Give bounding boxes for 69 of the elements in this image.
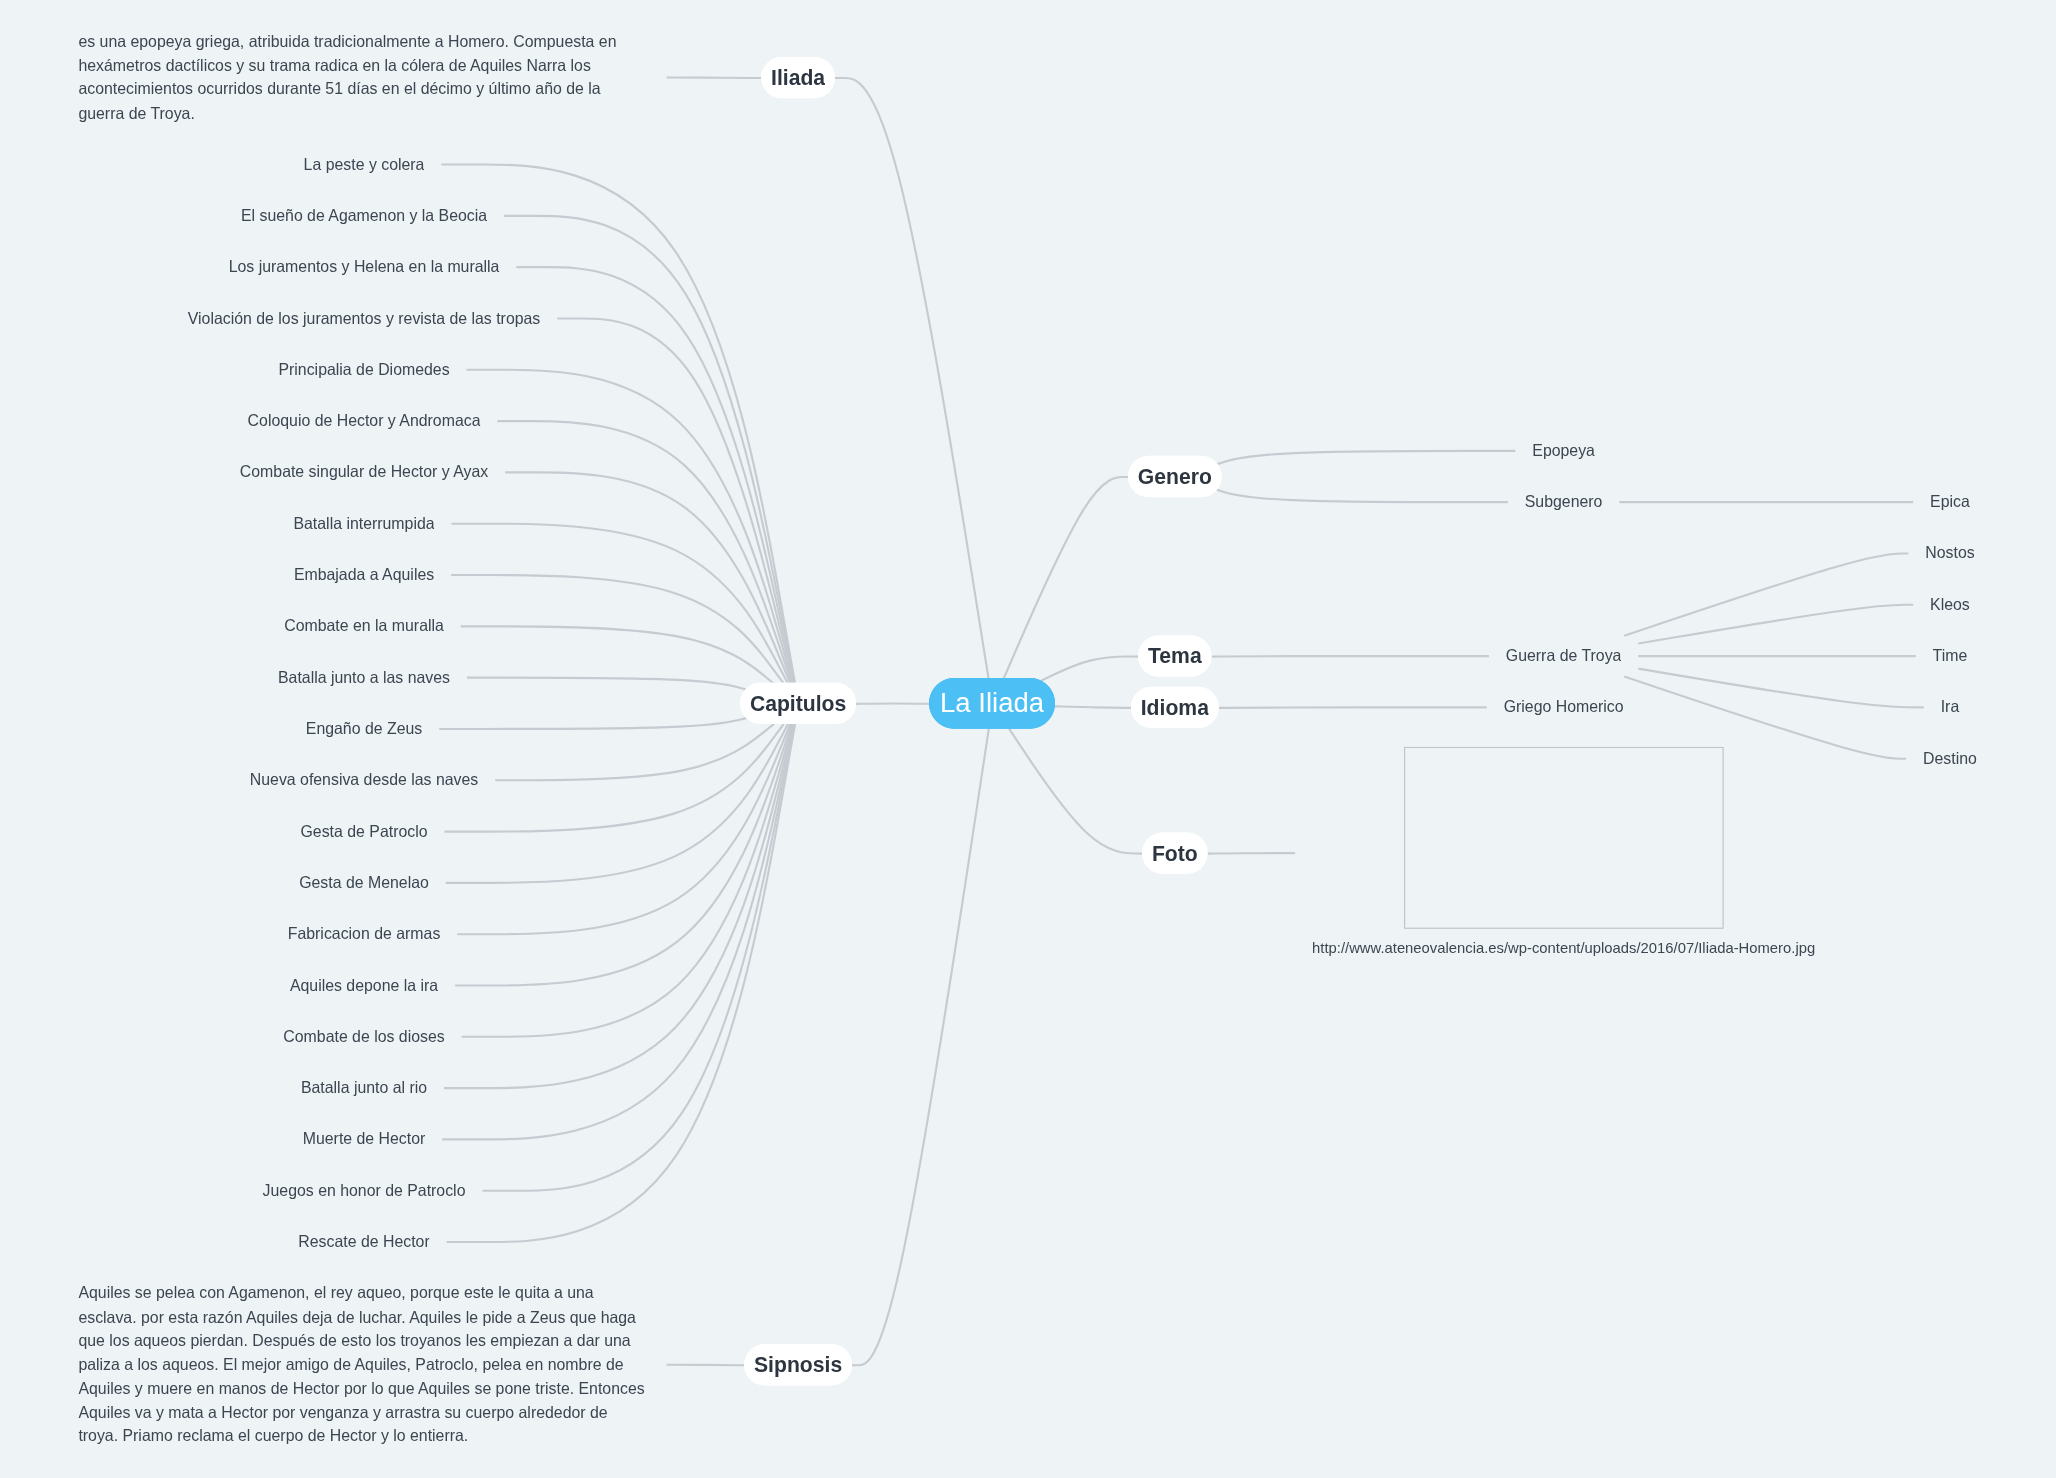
connector	[1638, 603, 1914, 645]
node-text: Batalla junto a las naves	[278, 667, 451, 686]
connector	[1219, 706, 1488, 709]
connector	[444, 723, 786, 833]
connector	[1638, 655, 1917, 658]
connector	[1211, 655, 1490, 658]
connector	[1217, 488, 1509, 504]
node-text: Los juramentos y Helena en la muralla	[229, 257, 500, 276]
connector	[451, 522, 790, 685]
connector	[441, 163, 797, 684]
connector	[1624, 552, 1909, 637]
connector	[457, 723, 792, 936]
connector	[1624, 675, 1907, 760]
node-text: Nueva ofensiva desde las naves	[250, 770, 479, 789]
connector	[1008, 728, 1144, 855]
connector	[835, 76, 991, 680]
node-text: Ira	[1941, 697, 1960, 716]
connector	[1217, 449, 1516, 466]
node-text: Violación de los juramentos y revista de las tropas	[188, 308, 541, 327]
node-text: Batalla interrumpida	[293, 513, 435, 532]
node-text: Gesta de Menelao	[299, 873, 430, 892]
node-text: Engaño de Zeus	[306, 719, 423, 738]
node-text: Coloquio de Hector y Andromaca	[247, 411, 481, 430]
connector	[455, 723, 794, 987]
connector	[466, 368, 795, 684]
connector	[505, 471, 792, 685]
connector	[495, 723, 775, 782]
connector	[1040, 655, 1140, 683]
node-text: Juegos en honor de Patroclo	[262, 1180, 466, 1199]
node-text: La peste y colera	[303, 154, 425, 173]
node-text: Epica	[1930, 492, 1971, 511]
node-text: Time	[1932, 646, 1968, 665]
node-text: Epopeya	[1532, 441, 1596, 460]
node-text: Embajada a Aquiles	[294, 565, 435, 584]
node-text: Destino	[1923, 748, 1978, 767]
connector	[666, 1363, 746, 1367]
connector	[1638, 667, 1925, 709]
connector	[1619, 501, 1914, 504]
connector	[451, 573, 786, 685]
node-text: Combate de los dioses	[283, 1027, 446, 1045]
node-text: Nostos	[1925, 543, 1976, 562]
connector	[856, 702, 931, 705]
node-text: Guerra de Troya	[1506, 646, 1622, 665]
node-text: Subgenero	[1525, 492, 1603, 511]
connector	[852, 728, 991, 1367]
node-text: Combate singular de Hector y Ayax	[240, 462, 489, 481]
node-text: El sueño de Agamenon y la Beocia	[241, 206, 488, 225]
node-text: Batalla junto al rio	[301, 1078, 428, 1097]
node-text: Gesta de Patroclo	[300, 821, 428, 840]
node-text: Principalia de Diomedes	[278, 360, 450, 378]
connector	[467, 676, 748, 691]
connector	[447, 723, 797, 1244]
node-text: Combate en la muralla	[284, 616, 445, 635]
connector	[461, 625, 775, 685]
node-text: Griego Homerico	[1504, 697, 1624, 716]
connector	[666, 76, 763, 80]
node-label: http://www.ateneovalencia.es/wp-content/uploads/2016/07/Iliada-Homero.jpg	[1312, 939, 1816, 957]
connector	[439, 716, 748, 730]
node-text: Rescate de Hector	[298, 1232, 431, 1251]
node-text: Aquiles depone la ira	[290, 975, 439, 994]
node-text: es una epopeya griega, atribuida tradicionalmente a Homero. Compuesta en hexámetros dactílicos y su trama radica en la cólera de Aquiles Narra los acontecimientos ocurridos durante 51 días en el décimo y último año de la guerra de Troya.	[78, 32, 617, 122]
node-text: Aquiles se pelea con Agamenon, el rey aqueo, porque este le quita a una esclava. por esta razón Aquiles deja de luchar. Aquiles le pide a Zeus que haga que los aqueos pierdan. Después de esto los troyanos les empiezan a dar una paliza a los aqueos. El mejor amigo de Aquiles, Patroclo, pelea en nombre de Aquiles y muere en manos de Hector por lo que Aquiles se pone triste. Entonces Aquiles va y mata a Hector por venganza y arrastra su cuerpo alrededor de troya. Priamo reclama el cuerpo de Hector y lo entierra.	[78, 1283, 646, 1445]
connector	[446, 723, 790, 884]
node-text: Fabricacion de armas	[288, 924, 441, 943]
connector	[1207, 852, 1296, 855]
node-text: Kleos	[1930, 594, 1971, 613]
connector	[497, 420, 794, 685]
connector	[462, 723, 795, 1038]
node-text: Muerte de Hector	[303, 1129, 426, 1148]
